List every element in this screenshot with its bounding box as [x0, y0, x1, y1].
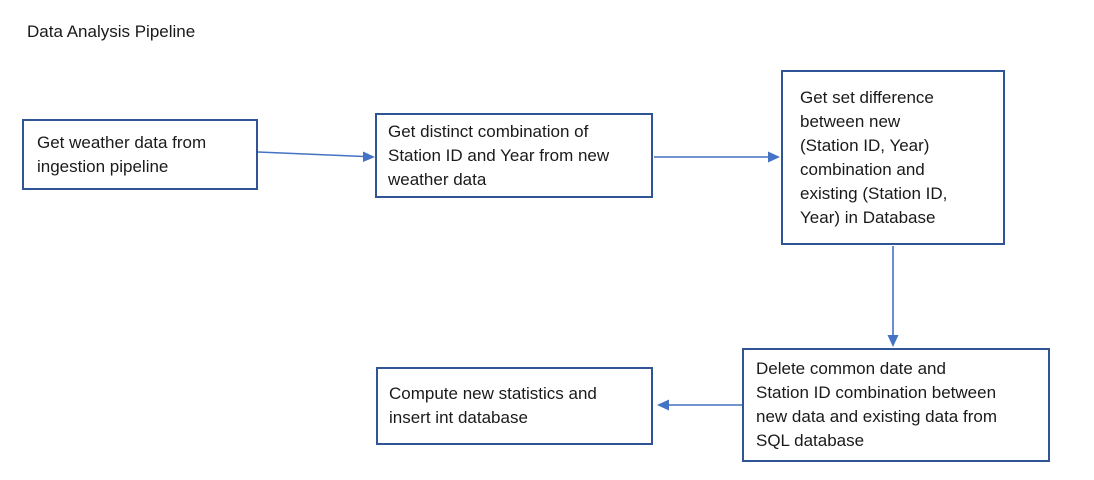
flow-step-label: Get set difference between new (Station … [800, 87, 948, 227]
arrow-step1-to-step2 [257, 151, 375, 162]
flow-step-label: Get weather data from ingestion pipeline [37, 132, 207, 176]
flow-step-label: Delete common date and Station ID combin… [756, 359, 997, 450]
flow-step-delete-common-rows: Delete common date and Station ID combin… [742, 348, 1050, 462]
diagram-title: Data Analysis Pipeline [27, 22, 196, 41]
arrow-step4-to-step5 [657, 399, 742, 411]
flow-step-get-weather-data: Get weather data from ingestion pipeline [22, 119, 258, 190]
flow-step-label: Get distinct combination of Station ID a… [388, 121, 610, 189]
arrow-step2-to-step3 [654, 151, 780, 163]
arrow-step3-to-step4 [887, 246, 899, 347]
flow-step-get-distinct-combination: Get distinct combination of Station ID a… [375, 113, 653, 198]
flow-step-get-set-difference: Get set difference between new (Station … [781, 70, 1005, 245]
flow-step-compute-statistics: Compute new statistics and insert int da… [376, 367, 653, 445]
flow-step-label: Compute new statistics and insert int da… [389, 384, 597, 427]
